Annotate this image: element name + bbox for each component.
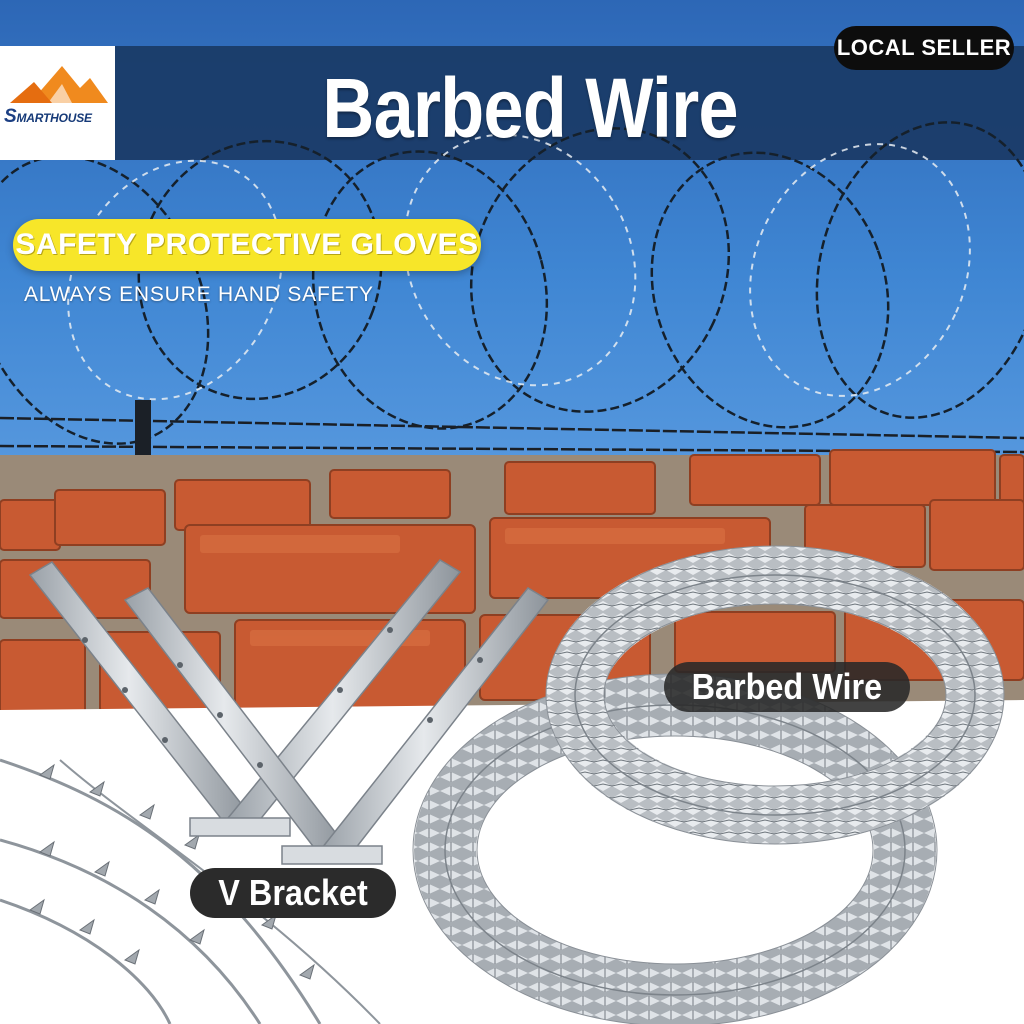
sky-wire-loops-light <box>67 133 971 401</box>
page-title: Barbed Wire <box>322 61 738 155</box>
white-ground <box>0 700 1024 1024</box>
gloves-promo-pill <box>13 219 481 271</box>
barbed-wire-label: Barbed Wire <box>664 662 910 712</box>
v-bracket-2 <box>123 587 550 865</box>
logo-wordmark: MARTHOUSE <box>16 111 92 125</box>
logo-mountain-icon <box>0 46 115 160</box>
gloves-promo-title: SAFETY PROTECTIVE GLOVES <box>15 228 479 261</box>
v-bracket-1 <box>28 559 462 837</box>
logo-initial: S <box>4 106 17 127</box>
brand-logo: SMARTHOUSE <box>4 106 114 128</box>
barbed-wire-label-text: Barbed Wire <box>691 666 883 707</box>
v-bracket-label-text: V Bracket <box>218 872 368 913</box>
local-seller-badge: LOCAL SELLER <box>834 26 1014 70</box>
razor-coil-upper <box>545 545 1005 845</box>
v-bracket-holes <box>82 627 483 768</box>
v-bracket-label: V Bracket <box>190 868 396 918</box>
gloves-promo-subtitle: ALWAYS ENSURE HAND SAFETY <box>24 283 374 306</box>
